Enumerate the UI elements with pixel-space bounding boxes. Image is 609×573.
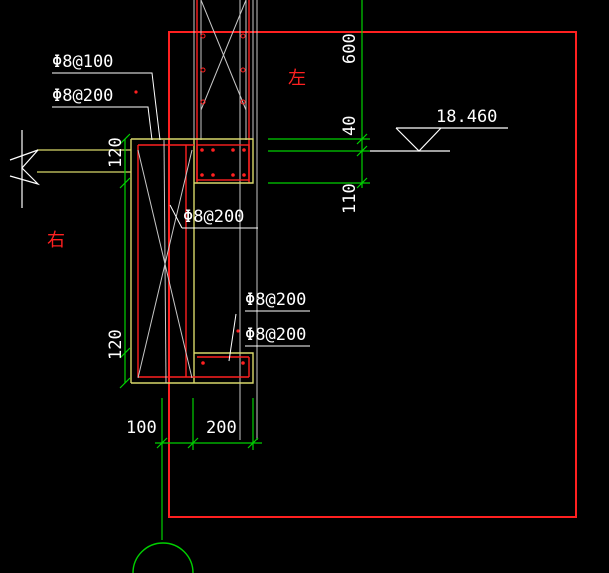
upper-beam-outline bbox=[130, 138, 254, 384]
dimension-40: 40 bbox=[340, 116, 360, 136]
beam-rebar bbox=[137, 144, 250, 378]
dimension-lines bbox=[119, 0, 370, 540]
column-rebar-dots bbox=[200, 33, 246, 105]
column-rebar bbox=[196, 0, 250, 183]
rebar-label-low-1: Φ8@200 bbox=[245, 290, 306, 310]
rebar-label-top-1: Φ8@100 bbox=[52, 52, 113, 72]
wall-cross-hatch bbox=[137, 139, 193, 384]
dimension-600: 600 bbox=[340, 33, 360, 64]
red-section-frame bbox=[168, 31, 577, 518]
column-outline bbox=[193, 0, 258, 440]
elevation-label: 18.460 bbox=[436, 107, 497, 127]
break-line bbox=[9, 130, 41, 208]
beam-rebar-dots bbox=[134, 90, 246, 365]
leader-lines bbox=[52, 72, 310, 362]
rebar-label-mid: Φ8@200 bbox=[183, 207, 244, 227]
dimension-120-bottom: 120 bbox=[106, 329, 126, 360]
dimension-110: 110 bbox=[340, 183, 360, 214]
dimension-200: 200 bbox=[206, 418, 237, 438]
rebar-label-low-2: Φ8@200 bbox=[245, 325, 306, 345]
elevation-marker bbox=[370, 127, 508, 152]
axis-bubble bbox=[132, 542, 194, 573]
dimension-120-top: 120 bbox=[106, 137, 126, 168]
slab-left bbox=[37, 149, 131, 173]
side-label-right: 右 bbox=[47, 230, 65, 251]
dimension-100: 100 bbox=[126, 418, 157, 438]
side-label-left: 左 bbox=[288, 68, 306, 89]
rebar-label-top-2: Φ8@200 bbox=[52, 86, 113, 106]
